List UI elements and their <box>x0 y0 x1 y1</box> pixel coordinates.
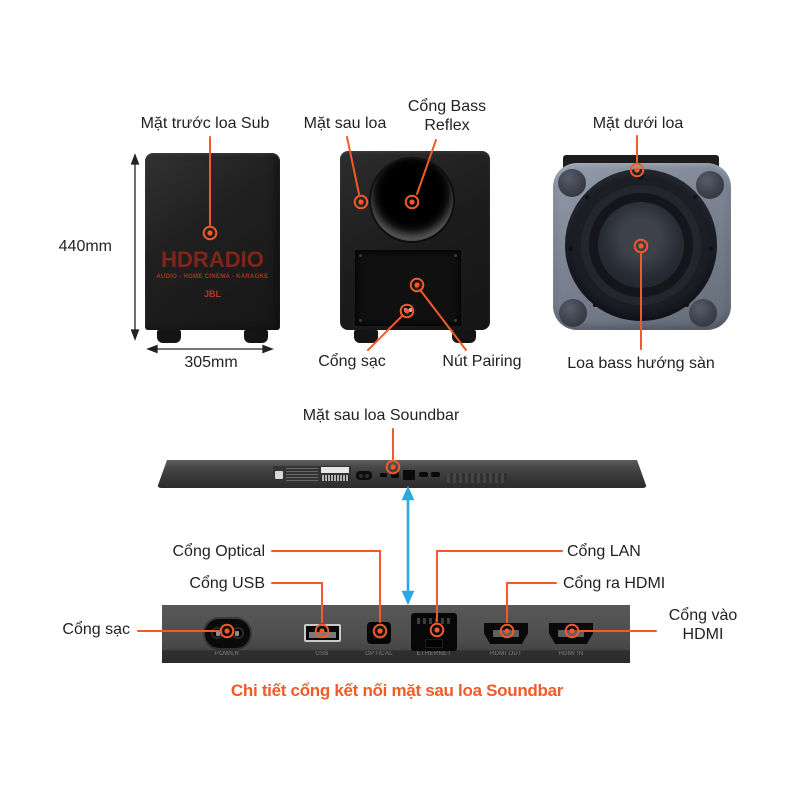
barcode <box>321 467 349 473</box>
screw <box>637 173 644 180</box>
hdmi-out-port <box>484 623 528 644</box>
power-pin <box>235 631 239 636</box>
usb-tongue <box>309 632 336 638</box>
power-inlet <box>400 305 416 315</box>
label-driver: Loa bass hướng sàn <box>567 355 715 372</box>
jbl-logo: JBL <box>203 289 221 299</box>
woofer-gasket <box>565 169 717 321</box>
hdmi-in-port <box>549 623 593 644</box>
hdmi-slot <box>558 630 584 637</box>
port-tag-hdmi-in: HDMI IN <box>558 651 584 657</box>
bolt <box>569 247 573 251</box>
rj45-pins <box>417 618 451 624</box>
label-optical: Cổng Optical <box>172 543 266 560</box>
rubber-foot <box>689 299 717 327</box>
power-hole <box>359 473 363 478</box>
subwoofer-back-view <box>340 151 490 343</box>
port-tag-hdmi-out: HDMI OUT <box>489 651 523 657</box>
sticker-text <box>286 468 318 481</box>
bolt <box>693 195 697 199</box>
label-usb: Cổng USB <box>189 575 265 592</box>
soundbar-lan-port <box>403 470 415 480</box>
rubber-foot <box>559 299 587 327</box>
spec-sticker <box>273 466 351 483</box>
screw <box>454 319 457 322</box>
label-soundbar: Mặt sau loa Soundbar <box>302 407 460 424</box>
vent-grille <box>447 473 507 483</box>
rubber-foot <box>558 169 586 197</box>
power-pin <box>216 631 220 636</box>
sticker-logo <box>275 471 283 479</box>
label-pairing: Nút Pairing <box>442 353 522 370</box>
pairing-button <box>415 283 422 290</box>
screw <box>454 254 457 257</box>
port-tag-optical: OPTICAL <box>365 651 393 657</box>
power-pin <box>404 308 407 312</box>
label-bass-reflex: Cổng Bass Reflex <box>407 98 487 134</box>
power-pin <box>409 308 412 312</box>
zoom-arrow <box>401 485 415 606</box>
optical-port <box>367 622 391 644</box>
watermark-title: HDRADIO <box>161 247 264 272</box>
label-height-440mm: 440mm <box>58 238 112 255</box>
port-tag-usb: USB <box>315 651 329 657</box>
sub-foot <box>354 330 378 343</box>
soundbar-usb-port <box>380 473 387 477</box>
optical-window <box>373 627 385 639</box>
sub-foot <box>452 330 476 343</box>
label-lan: Cổng LAN <box>567 543 641 560</box>
label-sub-charge: Cổng sạc <box>318 353 386 370</box>
caption: Chi tiết cổng kết nối mặt sau loa Soundb… <box>230 681 564 700</box>
sub-foot <box>244 330 268 343</box>
power-port <box>205 619 250 648</box>
height-dimension-arrow <box>130 153 140 341</box>
screw <box>359 319 362 322</box>
bass-reflex-port <box>371 159 453 241</box>
label-sub-front: Mặt trước loa Sub <box>140 115 270 132</box>
subwoofer-bottom-view <box>553 163 731 330</box>
soundbar-back-view <box>157 460 647 488</box>
port-tag-power: POWER <box>214 651 240 657</box>
label-sub-bottom: Mặt dưới loa <box>592 115 684 132</box>
bolt <box>709 247 713 251</box>
rubber-foot <box>696 171 724 199</box>
label-panel-charge: Cổng sạc <box>62 621 130 638</box>
port-closeup-panel: POWER USB OPTICAL ETHERNET HDMI OUT HDMI… <box>162 605 630 663</box>
soundbar-power-port <box>356 471 372 480</box>
bolt <box>593 303 597 307</box>
power-hole <box>365 473 369 478</box>
rj45-latch <box>425 639 443 648</box>
soundbar-hdmi-out-port <box>419 472 428 477</box>
ethernet-port <box>411 613 457 651</box>
soundbar-hdmi-in-port <box>431 472 440 477</box>
bolt <box>585 195 589 199</box>
label-hdmi-out: Cổng ra HDMI <box>563 575 666 592</box>
watermark: HDRADIO AUDIO - HOME CINEMA - KARAOKE JB… <box>145 249 280 299</box>
hdmi-slot <box>493 630 519 637</box>
label-width-305mm: 305mm <box>184 354 238 371</box>
label-sub-back: Mặt sau loa <box>303 115 387 132</box>
sub-foot <box>157 330 181 343</box>
soundbar-optical-port <box>391 472 399 478</box>
label-hdmi-in: Cổng vào HDMI <box>668 607 738 643</box>
screw <box>359 254 362 257</box>
barcode <box>321 475 349 481</box>
width-dimension-arrow <box>146 344 274 354</box>
usb-port <box>304 624 341 642</box>
watermark-subtitle: AUDIO - HOME CINEMA - KARAOKE <box>156 274 269 280</box>
woofer-cone <box>598 202 684 288</box>
subwoofer-front-view: HDRADIO AUDIO - HOME CINEMA - KARAOKE JB… <box>145 153 280 343</box>
bolt <box>685 303 689 307</box>
connection-panel <box>355 250 461 326</box>
port-tag-ethernet: ETHERNET <box>416 651 452 657</box>
